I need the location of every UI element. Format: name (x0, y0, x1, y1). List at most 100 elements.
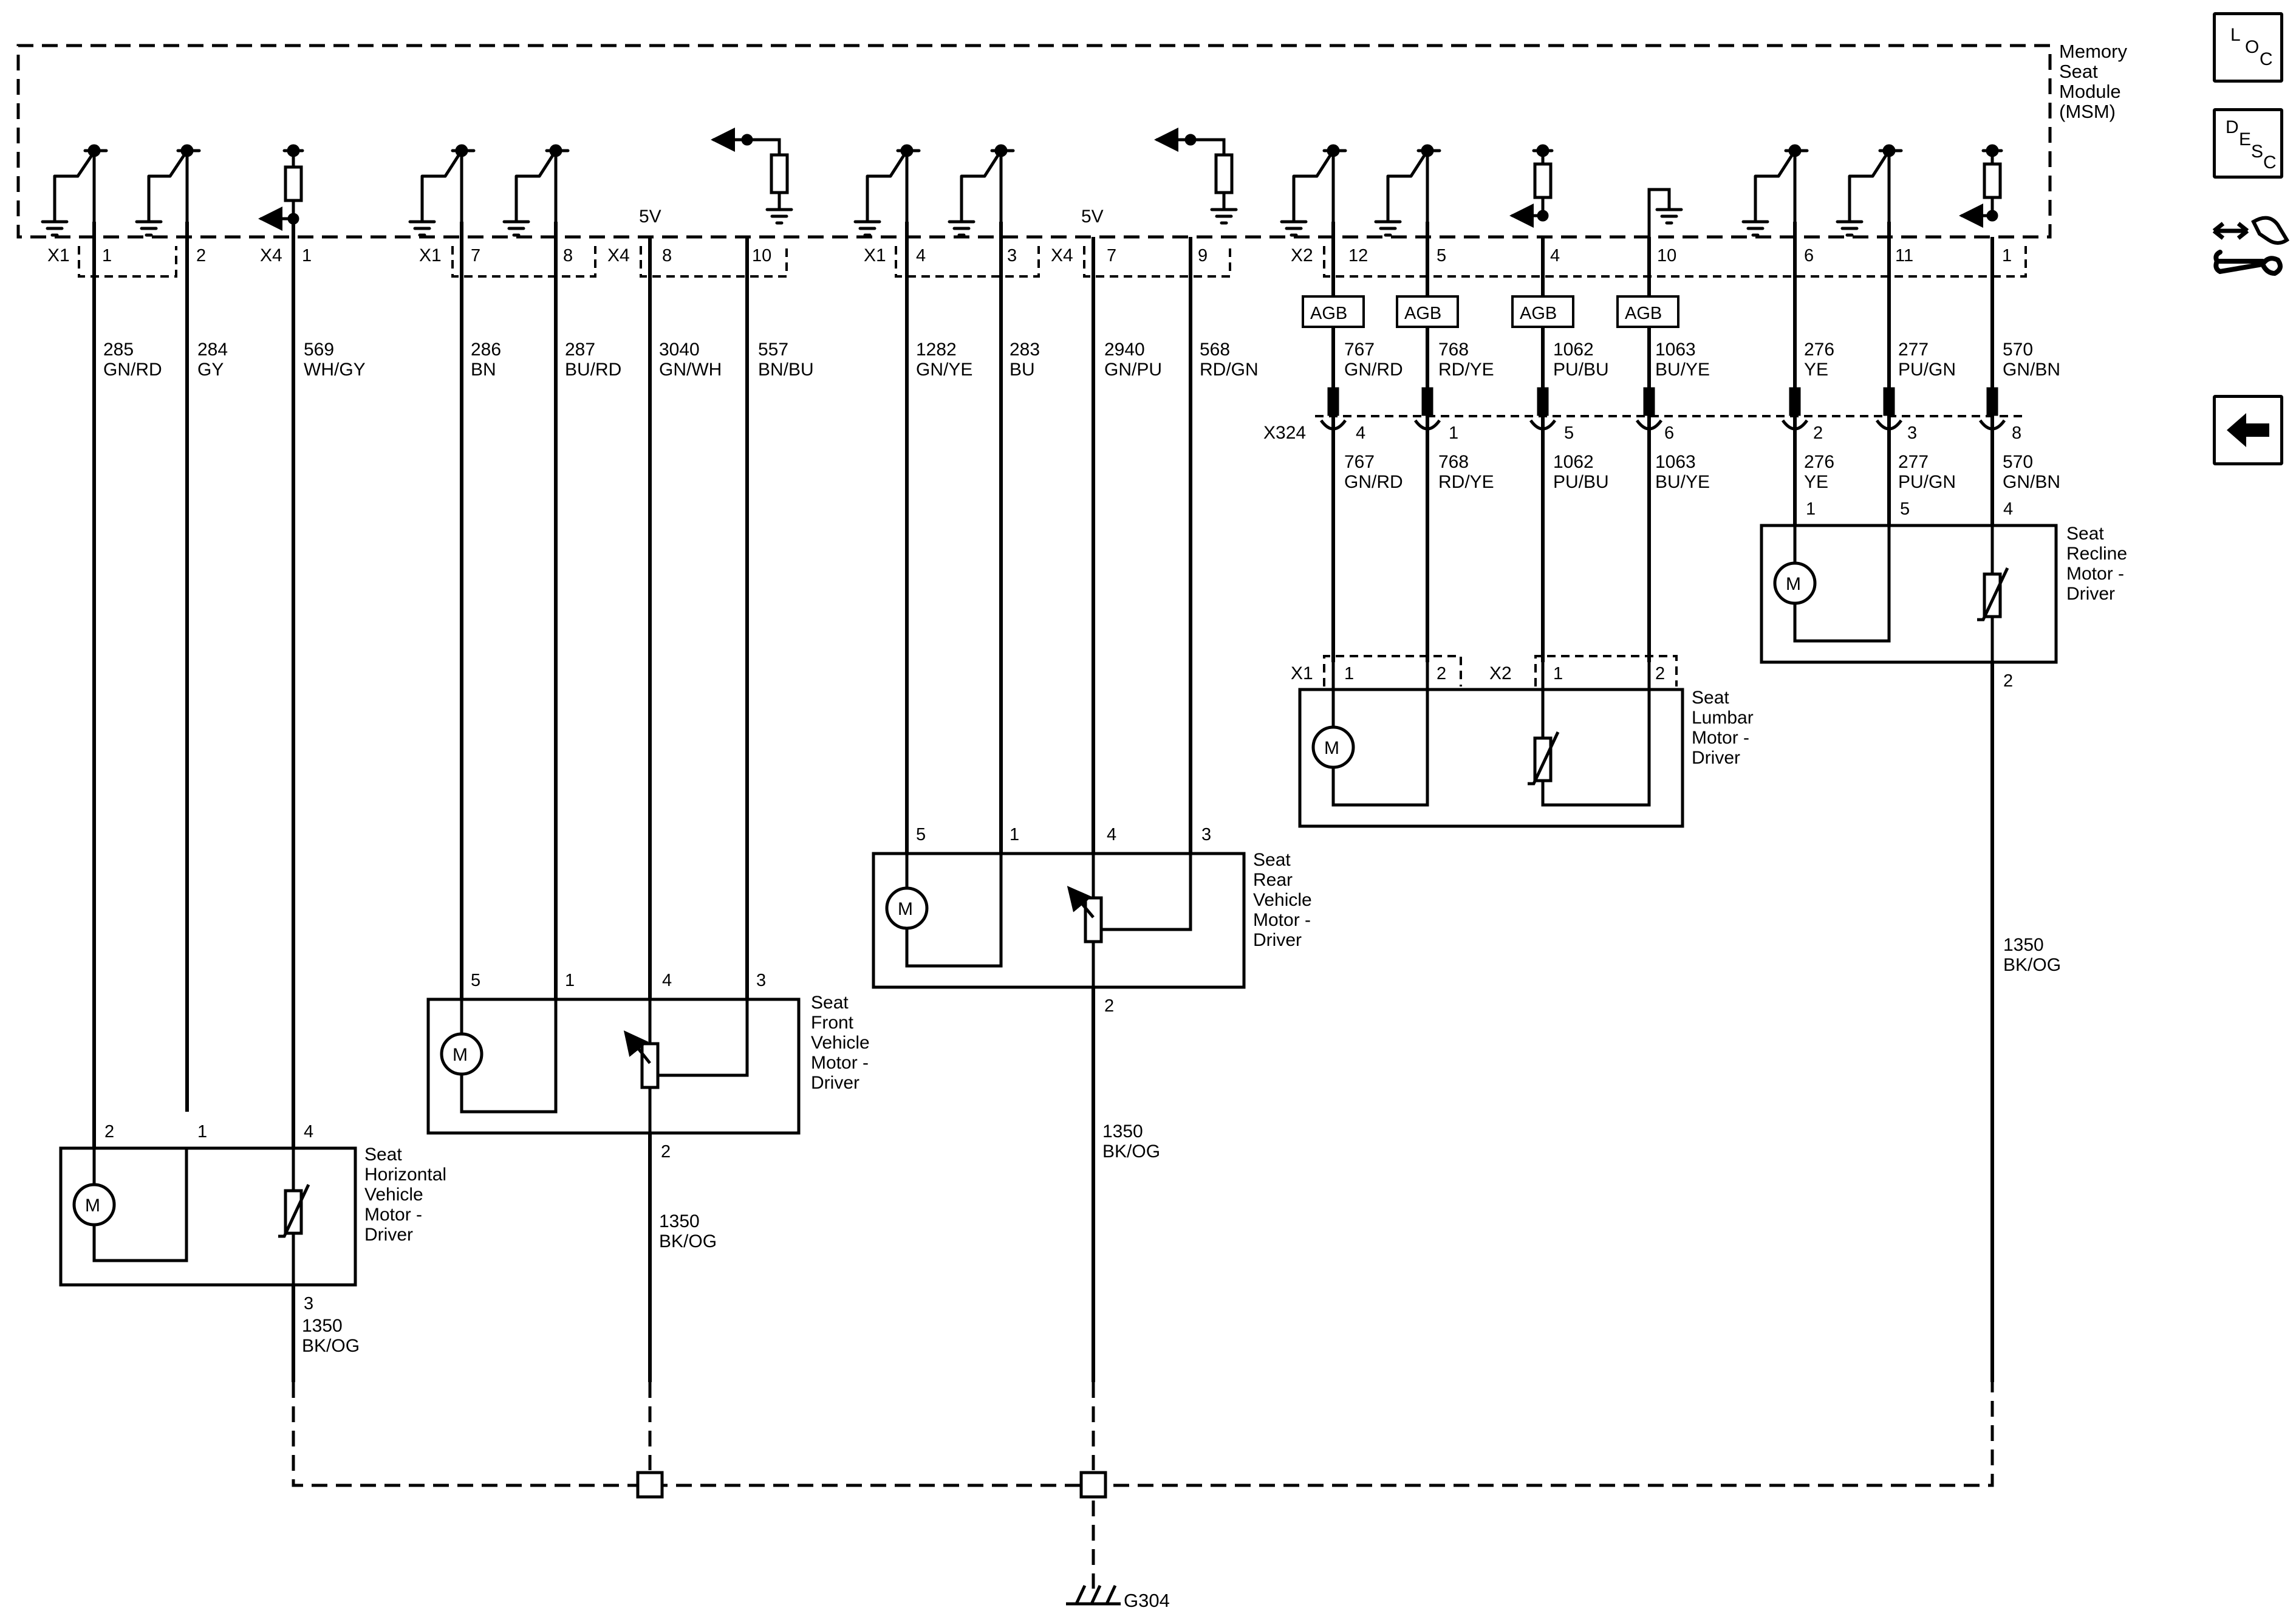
ground-label: G304 (1124, 1590, 1170, 1611)
wire-color: BU/YE (1655, 360, 1710, 380)
wire-color: GN/PU (1104, 360, 1162, 380)
wire-circuit: 767 (1344, 452, 1375, 472)
wire-color: WH/GY (304, 360, 366, 380)
wire-color: BN/BU (758, 360, 814, 380)
back-button[interactable] (2213, 395, 2283, 465)
wire-circuit: 1282 (916, 340, 957, 360)
wire-color: BK/OG (659, 1231, 717, 1251)
motor-name-line: Driver (1692, 748, 1740, 768)
pin-number: 5 (1437, 246, 1446, 265)
relay-switch-pair-front (408, 144, 570, 237)
wire-color: GN/BN (2003, 360, 2060, 380)
motor-label-front: Seat Front Vehicle Motor - Driver (811, 993, 870, 1093)
motor-pins-horizontal: 2 1 4 3 (104, 1122, 313, 1313)
agb-label: AGB (1404, 304, 1441, 323)
location-button[interactable]: L O C (2213, 12, 2283, 83)
connector-label: X4 (1051, 245, 1073, 265)
pin-number: 4 (662, 971, 672, 990)
ref-5v-label: 5V (1081, 207, 1104, 227)
pin-number: 4 (916, 246, 926, 265)
pin-number: 4 (1107, 825, 1116, 844)
wire-color: BK/OG (2003, 955, 2061, 975)
pin-number: 3 (1201, 825, 1211, 844)
pin-number: 6 (1664, 423, 1674, 443)
wire-color: GN/RD (1344, 360, 1403, 380)
wire-circuit: 285 (103, 340, 134, 360)
motor-name-line: Seat (2066, 524, 2104, 544)
wire-color: YE (1804, 472, 1828, 492)
wire-circuit: 1350 (302, 1316, 343, 1336)
motor-name-line: Front (811, 1013, 854, 1033)
pin-number: 5 (1564, 423, 1574, 443)
motor-symbol: M (1786, 574, 1801, 594)
motor-name-line: Seat (1692, 688, 1729, 708)
pin-number: 2 (104, 1122, 114, 1142)
motor-label-horizontal: Seat Horizontal Vehicle Motor - Driver (364, 1145, 446, 1245)
desc-letter: C (2263, 152, 2277, 173)
module-label-line: (MSM) (2059, 101, 2116, 122)
desc-letter: E (2239, 129, 2252, 149)
motor-name-line: Driver (2066, 584, 2115, 604)
wire-circuit: 287 (565, 340, 595, 360)
pin-number: 2 (196, 246, 206, 265)
desc-letter: S (2251, 142, 2264, 162)
motor-symbol: M (85, 1196, 100, 1216)
pin-number: 1 (1344, 664, 1354, 683)
wire-color: BK/OG (1102, 1142, 1160, 1162)
wire-color: RD/YE (1438, 360, 1494, 380)
pullup-resistor-lumbar (1509, 144, 1554, 228)
pullup-resistor-recline (1959, 144, 2003, 228)
wire-circuit: 569 (304, 340, 334, 360)
motor-seat-lumbar (1298, 655, 1684, 828)
wire-circuit: 2940 (1104, 340, 1145, 360)
wire-circuit: 768 (1438, 340, 1469, 360)
motor-name-line: Recline (2066, 544, 2127, 564)
wire-color: BU/RD (565, 360, 621, 380)
agb-label: AGB (1520, 304, 1557, 323)
description-button[interactable]: D E S C (2213, 108, 2283, 179)
module-connector-brackets (78, 246, 2027, 278)
connector-wrench-icon[interactable] (2211, 213, 2290, 279)
relay-switch-pair-recline (1741, 144, 1903, 237)
pin-number: 1 (302, 246, 312, 265)
connector-label: X2 (1489, 663, 1512, 683)
motor-name-line: Motor - (1692, 728, 1749, 748)
wire-color: YE (1804, 360, 1828, 380)
pin-number: 1 (102, 246, 112, 265)
pin-number: 2 (1437, 664, 1446, 683)
pin-number: 2 (1813, 423, 1823, 443)
motor-name-line: Vehicle (364, 1185, 423, 1205)
connector-label: X1 (864, 245, 886, 265)
pin-number: 4 (2003, 499, 2013, 519)
pin-number: 7 (471, 246, 480, 265)
motor-seat-front (426, 998, 801, 1135)
desc-letter: D (2226, 117, 2239, 137)
connector-label: X4 (607, 245, 630, 265)
pin-number: 2 (1655, 664, 1665, 683)
wire-circuit: 1063 (1655, 452, 1696, 472)
wire-circuit: 557 (758, 340, 788, 360)
pin-number: 1 (1449, 423, 1458, 443)
pin-number: 5 (916, 825, 926, 844)
pin-number: 5 (1900, 499, 1910, 519)
wire-color: PU/BU (1553, 360, 1609, 380)
wire-circuit: 284 (197, 340, 228, 360)
relay-switch-pair-horizontal (41, 144, 108, 237)
ground-symbol (1066, 1584, 1121, 1606)
agb-label: AGB (1625, 304, 1662, 323)
wire-circuit: 768 (1438, 452, 1469, 472)
pin-number: 6 (1804, 246, 1814, 265)
motor-name-line: Motor - (364, 1205, 422, 1225)
pin-number: 3 (1007, 246, 1017, 265)
pin-number: 2 (2003, 671, 2013, 691)
pin-number: 3 (1907, 423, 1917, 443)
motor-name-line: Vehicle (811, 1033, 870, 1053)
wire-color: RD/YE (1438, 472, 1494, 492)
motor-name-line: Vehicle (1253, 890, 1312, 910)
pin-number: 5 (471, 971, 480, 990)
wire-circuit: 283 (1010, 340, 1040, 360)
pin-number: 8 (662, 246, 672, 265)
ground-bus (292, 1382, 1994, 1589)
wire-circuit: 1350 (2003, 935, 2044, 955)
